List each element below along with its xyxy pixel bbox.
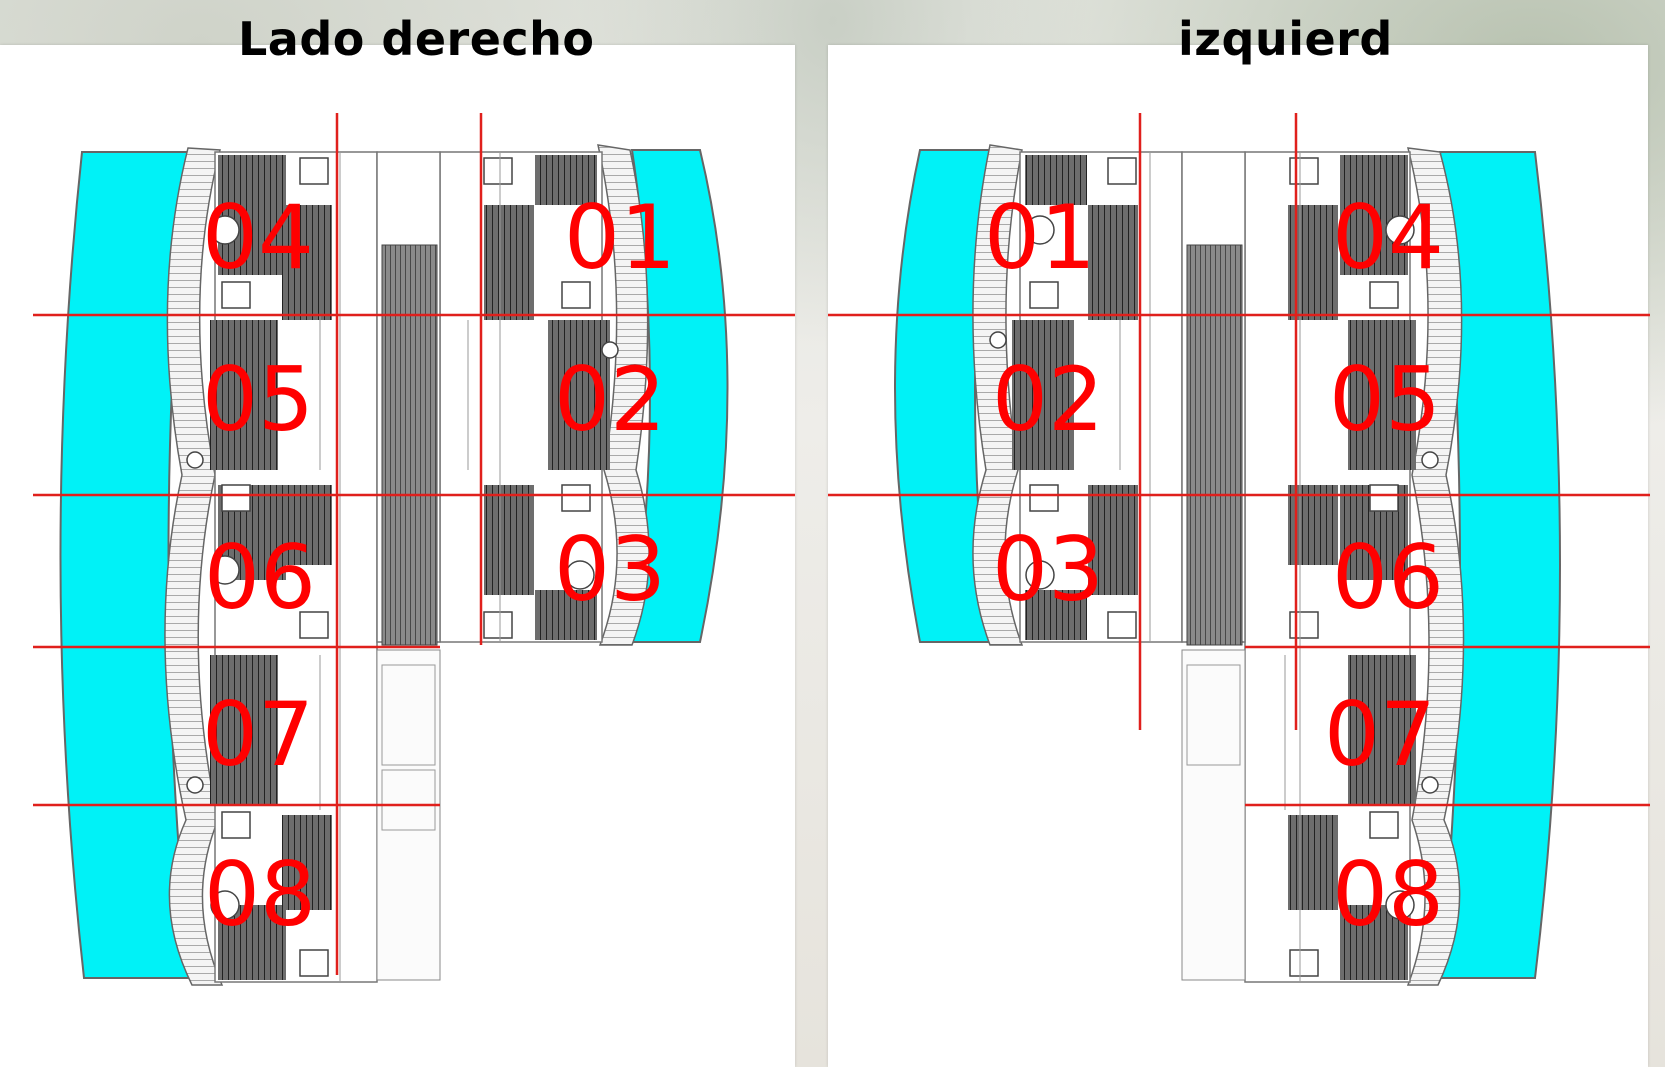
unit-label-01: 01 bbox=[564, 186, 676, 289]
stair-band-west-2 bbox=[972, 144, 1024, 646]
unit-label-04: 04 bbox=[202, 186, 314, 289]
unit-label-02-b: 02 bbox=[992, 348, 1104, 451]
unit-label-04-b: 04 bbox=[1332, 186, 1444, 289]
unit-label-07-b: 07 bbox=[1324, 683, 1436, 786]
unit-label-06-b: 06 bbox=[1332, 526, 1444, 629]
unit-label-02: 02 bbox=[554, 348, 666, 451]
unit-label-07: 07 bbox=[202, 683, 314, 786]
lower-core bbox=[376, 649, 441, 981]
unit-label-05: 05 bbox=[202, 348, 314, 451]
heading-izquierd: izquierd bbox=[1178, 12, 1393, 66]
pool-east-2 bbox=[1438, 151, 1561, 979]
unit-label-08-b: 08 bbox=[1332, 843, 1444, 946]
plan-lado-derecho: 04 05 06 07 08 01 02 03 bbox=[33, 113, 795, 986]
unit-label-03: 03 bbox=[554, 518, 666, 621]
unit-label-05-b: 05 bbox=[1329, 348, 1441, 451]
heading-lado-derecho: Lado derecho bbox=[238, 12, 595, 66]
unit-label-06: 06 bbox=[204, 526, 316, 629]
corridor-grate bbox=[381, 244, 438, 646]
plan-izquierd: 01 02 03 04 05 06 07 08 bbox=[828, 113, 1650, 986]
unit-label-01-b: 01 bbox=[984, 186, 1096, 289]
stair-band-east bbox=[597, 144, 650, 646]
lower-core-2 bbox=[1181, 649, 1246, 981]
unit-label-03-b: 03 bbox=[992, 518, 1104, 621]
unit-label-08: 08 bbox=[204, 843, 316, 946]
corridor-grate-2 bbox=[1186, 244, 1243, 646]
